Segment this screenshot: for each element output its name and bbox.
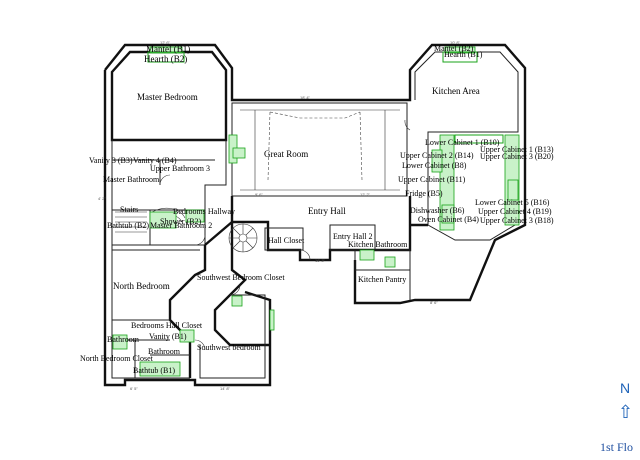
label-hearth-b2: Hearth (B2)	[144, 54, 187, 64]
svg-text:18' 4": 18' 4"	[300, 95, 311, 100]
wall-great-room-bay	[240, 109, 400, 191]
label-vanity-3: Vanity 3 (B3)	[89, 156, 133, 165]
compass-arrow-icon: ⇧	[618, 402, 633, 422]
label-upper-cabinet-4: Upper Cabinet 4 (B19)	[478, 207, 552, 216]
label-bathroom-2: Bathroom	[148, 347, 181, 356]
svg-text:8' 6": 8' 6"	[430, 300, 438, 305]
wall-outline-kitchen-inner	[414, 51, 519, 241]
wall-hall-closet	[264, 227, 304, 251]
label-upper-cabinet-3-b20: Upper Cabinet 3 (B20)	[480, 152, 554, 161]
wall-outline-kitchen	[353, 135, 527, 305]
label-kitchen-pantry: Kitchen Pantry	[358, 275, 406, 284]
label-lower-cabinet-b8: Lower Cabinet (B8)	[402, 161, 467, 170]
label-upper-cabinet-1: Upper Cabinet 1 (B13)	[480, 145, 554, 154]
label-great-room: Great Room	[264, 149, 308, 159]
label-mantel-b2: Mantel (B2)	[434, 44, 474, 53]
floor-label: 1st Flo	[600, 440, 634, 454]
svg-text:12' 6": 12' 6"	[160, 40, 171, 45]
label-north-bedroom: North Bedroom	[113, 281, 170, 291]
label-master-bedroom: Master Bedroom	[137, 92, 198, 102]
label-vanity-4: Vanity 4 (B4)	[133, 156, 177, 165]
label-kitchen-bathroom: Kitchen Bathroom	[348, 240, 408, 249]
label-fridge: Fridge (B5)	[405, 189, 443, 198]
label-bedrooms-hall-closet: Bedrooms Hall Closet	[131, 321, 203, 330]
label-upper-cabinet-b11: Upper Cabinet (B11)	[398, 175, 466, 184]
label-entry-hall-2: Entry Hall 2	[333, 232, 373, 241]
svg-text:4' 2": 4' 2"	[98, 196, 106, 201]
door-swings	[159, 119, 411, 351]
wall-entry-hall	[230, 196, 428, 262]
svg-text:16' 3": 16' 3"	[315, 258, 326, 263]
wall-entry-hall-2	[329, 224, 376, 251]
label-kitchen-area: Kitchen Area	[432, 86, 480, 96]
label-bedrooms-hallway: Bedrooms Hallway	[173, 207, 235, 216]
label-upper-cabinet-2: Upper Cabinet 2 (B14)	[400, 151, 474, 160]
label-southwest-bedroom-closet: Southwest Bedroom Closet	[197, 273, 285, 282]
label-hearth-b1: Hearth (B1)	[444, 50, 483, 59]
label-upper-bathroom-3: Upper Bathroom 3	[150, 164, 210, 173]
label-lower-cabinet-5: Lower Cabinet 5 (B16)	[475, 198, 550, 207]
label-oven-cabinet: Oven Cabinet (B4)	[418, 215, 479, 224]
label-bathroom-1: Bathroom	[107, 335, 140, 344]
label-bathtub-b2: Bathtub (B2)	[107, 221, 149, 230]
label-upper-cabinet-3-b18: Upper Cabinet 3 (B18)	[480, 216, 554, 225]
spiral-stairs	[228, 223, 258, 253]
svg-text:6' 5": 6' 5"	[130, 386, 138, 391]
wall-lower-left-rooms	[111, 320, 190, 379]
label-entry-hall: Entry Hall	[308, 206, 346, 216]
label-master-bathroom-2: Master Bathroom 2	[150, 221, 212, 230]
label-stairs: Stairs	[120, 205, 138, 214]
wall-master-bath	[111, 140, 227, 211]
wall-great-room-ceiling	[267, 111, 363, 181]
svg-text:10' 8": 10' 8"	[450, 40, 461, 45]
svg-text:12' 2": 12' 2"	[360, 192, 371, 197]
wall-great-room	[231, 102, 408, 197]
label-lower-cabinet-1: Lower Cabinet 1 (B10)	[425, 138, 500, 147]
svg-text:14' 8": 14' 8"	[220, 386, 231, 391]
dimension-marks: 12' 6" 10' 8" 18' 4" 9' 6" 12' 2" 16' 3"…	[98, 40, 461, 391]
wall-southwest-bedroom	[199, 294, 266, 379]
label-north-bedroom-closet: North Bedroom Closet	[80, 354, 154, 363]
label-master-bathroom: Master Bathroom	[103, 175, 160, 184]
north-compass: N ⇧	[618, 380, 633, 422]
svg-text:9' 6": 9' 6"	[255, 192, 263, 197]
compass-letter: N	[620, 380, 630, 396]
label-southwest-bedroom: Southwest bedroom	[197, 343, 262, 352]
label-mantel-b1: Mantel (B1)	[146, 44, 190, 54]
label-dishwasher: Dishwasher (B6)	[410, 206, 465, 215]
label-shower-b2: Shower (B2)	[160, 217, 201, 226]
fixtures-green	[112, 46, 520, 377]
label-vanity-b1: Vanity (B1)	[149, 332, 187, 341]
wall-kitchen-pantry	[355, 269, 411, 300]
label-hall-closet: Hall Closet	[268, 236, 305, 245]
label-bathtub-b1: Bathtub (B1)	[133, 366, 175, 375]
